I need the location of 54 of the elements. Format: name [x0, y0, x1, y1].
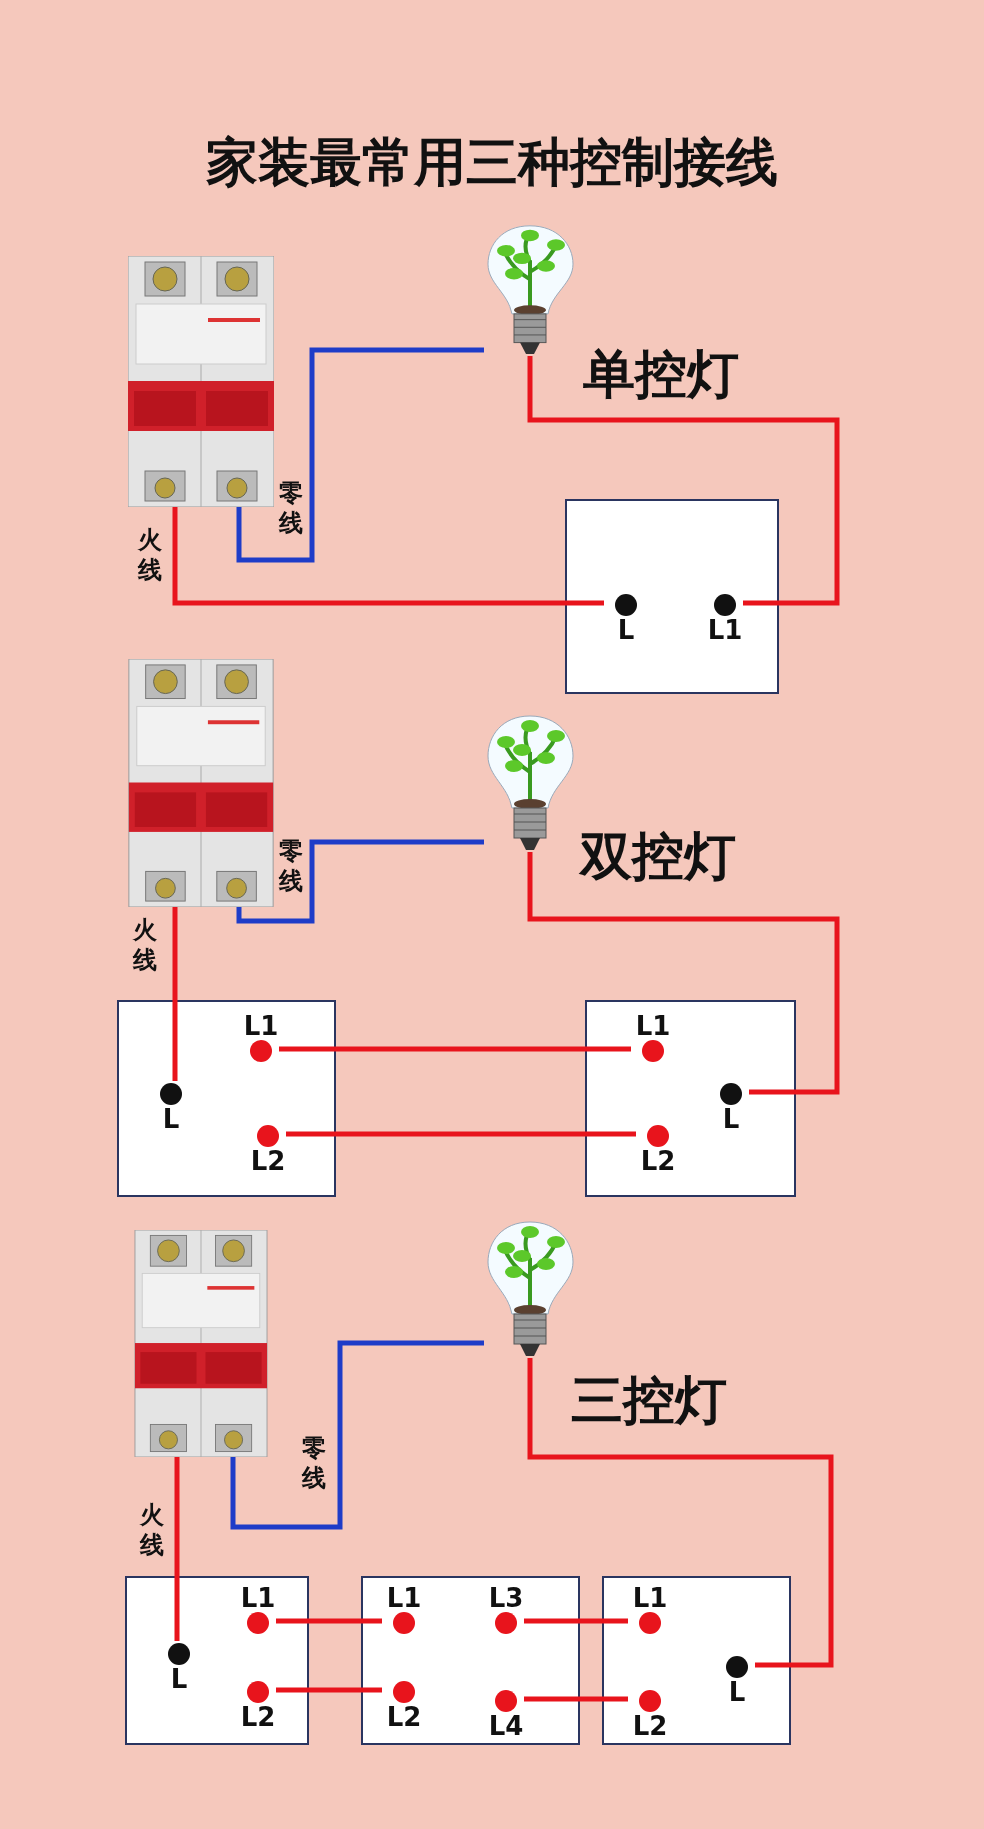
wire [527, 356, 840, 606]
wire [527, 852, 840, 1095]
wire-label: 火线 [131, 915, 158, 975]
terminal-label: L [170, 1665, 188, 1693]
switch-plate [117, 1000, 336, 1197]
circuit-breaker-drawing [128, 256, 274, 507]
section-heading: 双控灯 [580, 825, 736, 888]
switch-plate [585, 1000, 796, 1197]
terminal-label: L2 [640, 1147, 676, 1175]
wire [527, 1358, 834, 1668]
section-heading: 三控灯 [571, 1369, 727, 1432]
wire [172, 507, 604, 606]
switch-plate [602, 1576, 791, 1745]
wire-label: 零线 [300, 1433, 327, 1493]
circuit-breaker-drawing [128, 659, 274, 907]
wire [286, 1131, 636, 1137]
switch-plate [565, 499, 779, 694]
wire [236, 839, 484, 924]
wire-label: 零线 [277, 836, 304, 896]
terminal-label: L1 [632, 1584, 668, 1612]
terminal-label: L2 [632, 1712, 668, 1740]
terminal-label: L [162, 1105, 180, 1133]
terminal-label: L [617, 616, 635, 644]
terminal-label: L1 [240, 1584, 276, 1612]
title: 家装最常用三种控制接线 [205, 131, 779, 194]
wire [276, 1618, 382, 1624]
switch-plate [125, 1576, 309, 1745]
terminal-label: L2 [386, 1703, 422, 1731]
light-bulb-drawing [484, 1218, 577, 1358]
terminal-label: L1 [635, 1012, 671, 1040]
wire [524, 1696, 628, 1702]
light-bulb-drawing [484, 712, 577, 852]
section-heading: 单控灯 [583, 343, 739, 406]
terminal-label: L [728, 1678, 746, 1706]
terminal-label: L4 [488, 1712, 524, 1740]
wire [524, 1618, 628, 1624]
wire-label: 零线 [277, 478, 304, 538]
wire [276, 1687, 382, 1693]
terminal-label: L2 [250, 1147, 286, 1175]
wire [174, 1457, 180, 1641]
switch-plate [361, 1576, 580, 1745]
wire [230, 1340, 484, 1530]
wire [172, 907, 178, 1081]
terminal-label: L1 [386, 1584, 422, 1612]
wire [279, 1046, 631, 1052]
terminal-label: L [722, 1105, 740, 1133]
terminal-label: L1 [707, 616, 743, 644]
terminal-label: L3 [488, 1584, 524, 1612]
wire-label: 火线 [136, 525, 163, 585]
terminal-label: L1 [243, 1012, 279, 1040]
light-bulb-drawing [484, 222, 577, 356]
terminal-label: L2 [240, 1703, 276, 1731]
wire-label: 火线 [138, 1500, 165, 1560]
wire [236, 347, 484, 563]
